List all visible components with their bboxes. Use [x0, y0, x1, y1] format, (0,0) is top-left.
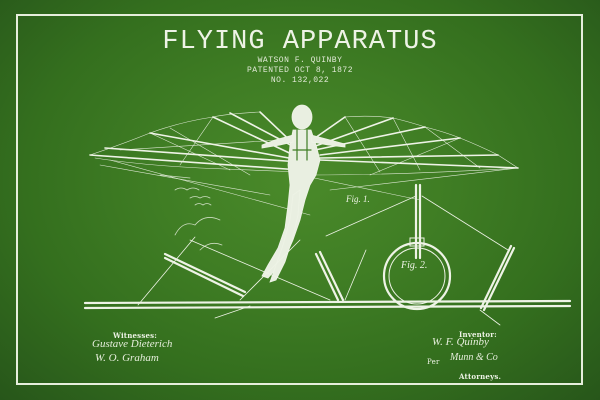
outer-border [16, 14, 583, 385]
attorneys-label: Attorneys. [459, 372, 502, 381]
fig1-label: Fig. 1. [346, 194, 370, 204]
witnesses-heading: Witnesses: [113, 331, 158, 340]
aviator-figure [261, 104, 346, 283]
patent-title: FLYING APPARATUS [162, 27, 438, 57]
witness-signature-1: Gustave Dieterich [92, 338, 173, 350]
ground-frame [83, 183, 572, 312]
inventor-heading: Inventor: [459, 330, 497, 339]
patent-number: NO. 132,022 [270, 76, 330, 85]
witness-signature-2: W. O. Graham [95, 352, 159, 364]
patent-date: PATENTED OCT 8, 1872 [246, 66, 353, 75]
attorney-signature: Munn & Co [450, 352, 498, 363]
fig2-label: Fig. 2. [401, 260, 428, 271]
right-wing [304, 116, 519, 169]
inventor-signature: W. F. Quinby [432, 336, 489, 348]
birds-and-clouds [159, 174, 223, 251]
per-label: Per [427, 358, 440, 366]
fig2-ring [382, 237, 452, 311]
inventor-name: WATSON F. QUINBY [257, 56, 343, 65]
